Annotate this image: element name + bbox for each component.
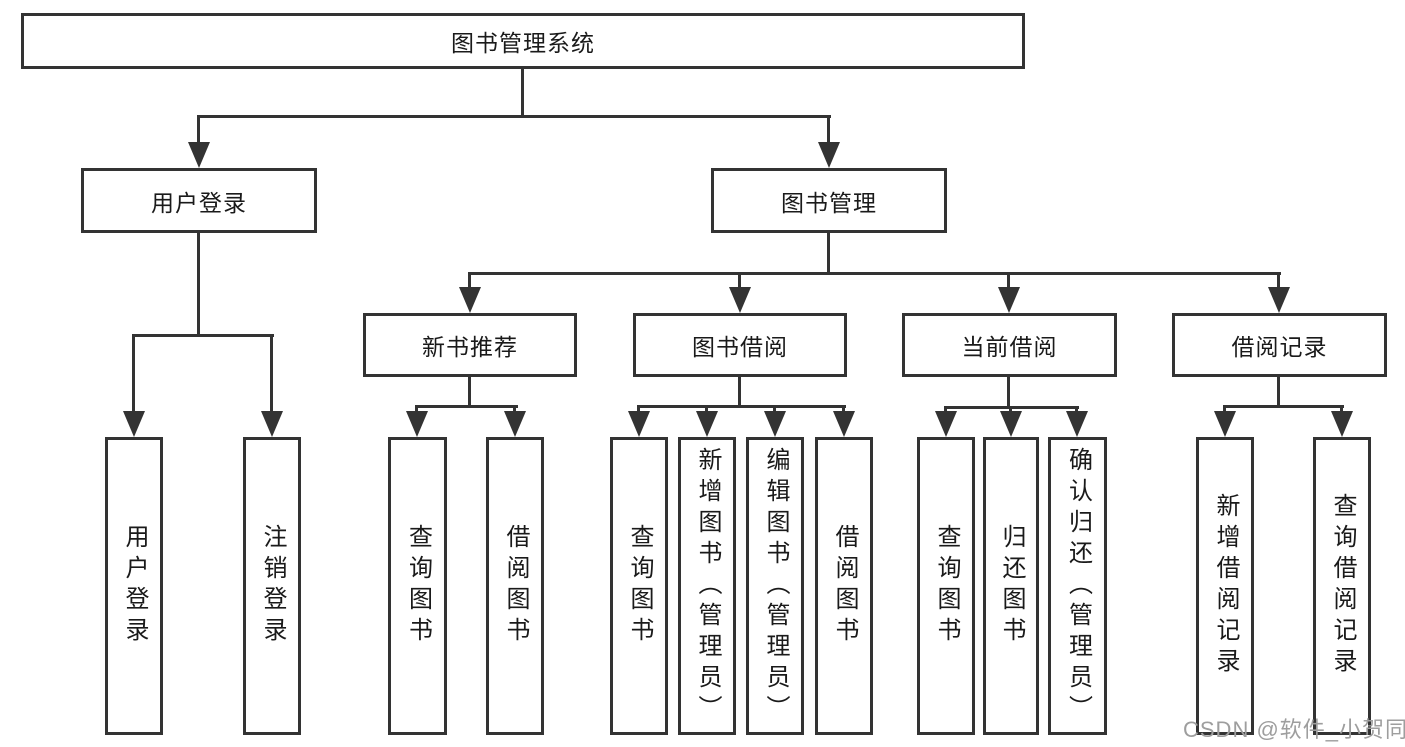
watermark-text: CSDN @软件_小贺同学 [1183, 717, 1405, 742]
connector-line [1009, 406, 1012, 415]
node-root: 图书管理系统 [21, 13, 1025, 69]
node-current-borrow: 当前借阅 [902, 313, 1117, 377]
node-leaf-rec-query-book-label: 查询图书 [404, 524, 432, 648]
node-book-borrow: 图书借阅 [633, 313, 847, 377]
node-leaf-bb-borrow-book: 借阅图书 [815, 437, 873, 735]
connector-line [1277, 377, 1280, 408]
node-borrow-record: 借阅记录 [1172, 313, 1387, 377]
connector-line [827, 233, 830, 275]
arrow-down-icon [1000, 411, 1022, 437]
node-borrow-record-label: 借阅记录 [1231, 334, 1328, 360]
node-leaf-cb-return-book-label: 归还图书 [998, 524, 1025, 648]
node-leaf-bb-add-book-admin: 新增图书（管理员） [678, 437, 736, 735]
node-leaf-rec-borrow-book-label: 借阅图书 [502, 524, 529, 648]
node-leaf-bb-borrow-book-label: 借阅图书 [831, 524, 858, 648]
node-leaf-user-login: 用户登录 [105, 437, 163, 735]
arrow-down-icon [504, 411, 526, 437]
arrow-down-icon [696, 411, 718, 437]
connector-line [1007, 377, 1010, 409]
node-leaf-query-borrow-record: 查询借阅记录 [1313, 437, 1371, 735]
arrow-down-icon [729, 287, 751, 313]
connector-line [944, 406, 947, 415]
arrow-down-icon [1214, 411, 1236, 437]
node-leaf-query-borrow-record-label: 查询借阅记录 [1329, 493, 1356, 679]
watermark: CSDN @软件_小贺同学 [1183, 712, 1405, 744]
connector-line [1223, 405, 1226, 415]
arrow-down-icon [1066, 411, 1088, 437]
node-leaf-cb-query-book-label: 查询图书 [933, 524, 960, 648]
arrow-down-icon [188, 142, 210, 168]
connector-line [637, 405, 640, 415]
connector-line [197, 115, 831, 118]
node-leaf-cb-query-book: 查询图书 [917, 437, 975, 735]
connector-line [521, 69, 524, 118]
connector-line [842, 405, 845, 415]
node-leaf-bb-query-book-label: 查询图书 [626, 524, 653, 648]
node-root-label: 图书管理系统 [451, 30, 595, 56]
connector-line [1223, 405, 1344, 408]
node-leaf-rec-query-book: 查询图书 [388, 437, 447, 735]
connector-line [415, 405, 418, 415]
connector-line [1340, 405, 1343, 415]
node-leaf-rec-borrow-book: 借阅图书 [486, 437, 544, 735]
arrow-down-icon [833, 411, 855, 437]
arrow-down-icon [998, 287, 1020, 313]
connector-line [1075, 406, 1078, 415]
arrow-down-icon [818, 142, 840, 168]
connector-line [637, 405, 846, 408]
connector-line [1007, 272, 1010, 289]
connector-line [773, 405, 776, 415]
node-leaf-cb-confirm-return-admin: 确认归还（管理员） [1048, 437, 1107, 735]
connector-line [132, 334, 135, 413]
connector-line [705, 405, 708, 415]
connector-line [197, 115, 200, 146]
arrow-down-icon [935, 411, 957, 437]
node-book-management: 图书管理 [711, 168, 947, 233]
arrow-down-icon [406, 411, 428, 437]
node-leaf-bb-edit-book-admin-label: 编辑图书（管理员） [762, 446, 789, 726]
connector-line [415, 405, 518, 408]
connector-line [468, 272, 1281, 275]
connector-line [132, 334, 274, 337]
node-leaf-add-borrow-record: 新增借阅记录 [1196, 437, 1254, 735]
node-leaf-bb-add-book-admin-label: 新增图书（管理员） [694, 446, 721, 726]
node-user-login: 用户登录 [81, 168, 317, 233]
connector-line [197, 233, 200, 337]
node-book-borrow-label: 图书借阅 [692, 334, 788, 360]
node-leaf-bb-edit-book-admin: 编辑图书（管理员） [746, 437, 804, 735]
node-leaf-bb-query-book: 查询图书 [610, 437, 668, 735]
connector-line [827, 115, 830, 146]
node-book-management-label: 图书管理 [781, 189, 877, 216]
arrow-down-icon [628, 411, 650, 437]
node-new-book-recommend-label: 新书推荐 [422, 334, 518, 360]
node-leaf-add-borrow-record-label: 新增借阅记录 [1212, 493, 1239, 679]
arrow-down-icon [1268, 287, 1290, 313]
node-user-login-label: 用户登录 [151, 189, 247, 216]
arrow-down-icon [764, 411, 786, 437]
node-leaf-logout-label: 注销登录 [259, 524, 286, 648]
arrow-down-icon [123, 411, 145, 437]
arrow-down-icon [459, 287, 481, 313]
connector-line [270, 334, 273, 413]
connector-line [738, 377, 741, 408]
arrow-down-icon [261, 411, 283, 437]
node-new-book-recommend: 新书推荐 [363, 313, 577, 377]
connector-line [1277, 272, 1280, 289]
connector-line [468, 272, 471, 289]
node-leaf-logout: 注销登录 [243, 437, 301, 735]
node-leaf-cb-return-book: 归还图书 [983, 437, 1039, 735]
connector-line [468, 377, 471, 408]
connector-line [513, 405, 516, 415]
node-leaf-user-login-label: 用户登录 [121, 524, 148, 648]
node-current-borrow-label: 当前借阅 [961, 334, 1058, 360]
arrow-down-icon [1331, 411, 1353, 437]
node-leaf-cb-confirm-return-admin-label: 确认归还（管理员） [1064, 446, 1092, 726]
connector-line [738, 272, 741, 289]
